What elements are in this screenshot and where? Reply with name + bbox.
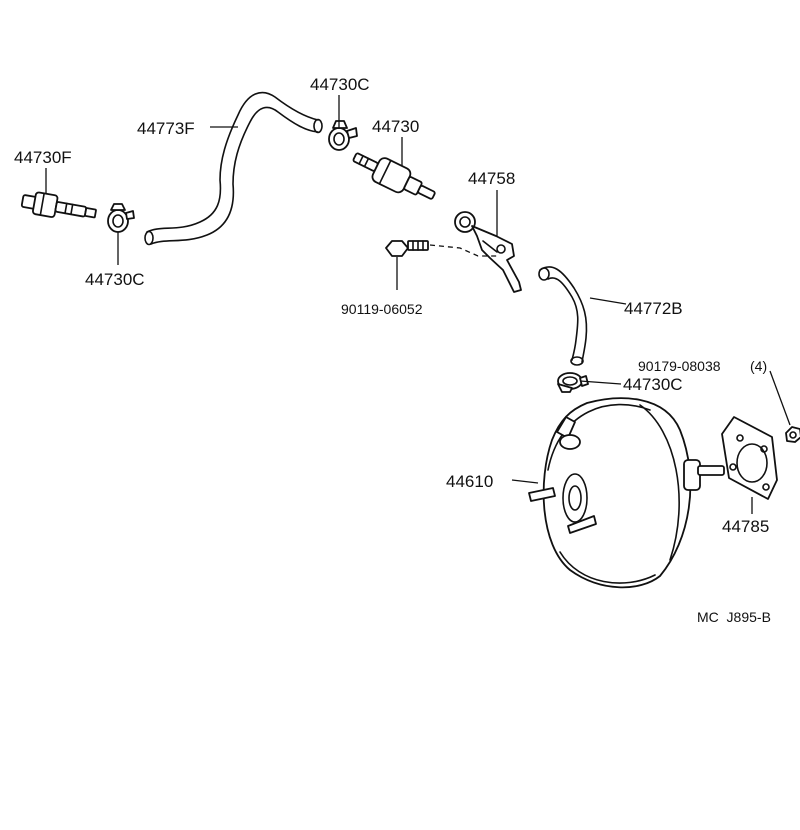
bolt-90119-06052: [385, 240, 498, 257]
footer-code: MC J895-B: [697, 609, 771, 625]
union-44730F: [20, 191, 97, 219]
label-44610: 44610: [446, 472, 493, 491]
clamp-44730C-middle: [557, 372, 589, 393]
label-44730F: 44730F: [14, 148, 72, 167]
bracket-44758: [454, 211, 522, 293]
label-90179-08038: 90179-08038: [638, 358, 721, 374]
label-44758: 44758: [468, 169, 515, 188]
label-44785: 44785: [722, 517, 769, 536]
hose-44773F: [144, 91, 323, 246]
label-44730: 44730: [372, 117, 419, 136]
check-valve-44730: [352, 152, 436, 200]
leader-lines: [45, 95, 791, 514]
label-44730C-left: 44730C: [85, 270, 145, 289]
gasket-44785: [721, 416, 778, 500]
brake-booster-44610: [528, 397, 725, 589]
label-44730C-middle: 44730C: [623, 375, 683, 394]
nut-90179-08038: [785, 426, 800, 443]
hose-44772B: [538, 266, 588, 366]
label-90119-06052: 90119-06052: [341, 301, 423, 317]
label-44773F: 44773F: [137, 119, 195, 138]
clamp-44730C-top: [328, 120, 358, 151]
label-44730C-top: 44730C: [310, 75, 370, 94]
label-90179-qty: (4): [750, 358, 767, 374]
clamp-44730C-left: [107, 203, 135, 233]
label-44772B: 44772B: [624, 299, 683, 318]
